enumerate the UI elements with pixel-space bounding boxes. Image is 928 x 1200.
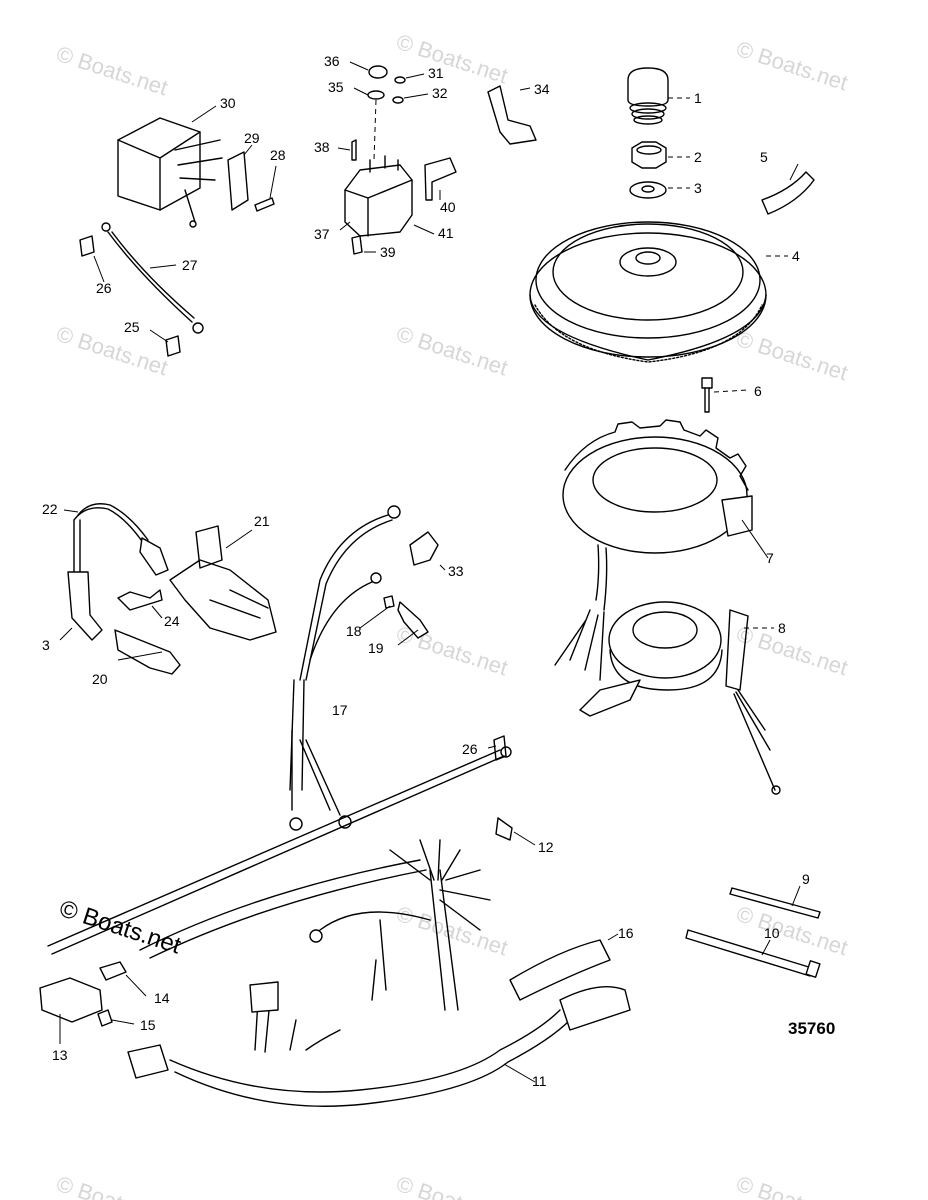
callout-32: 32 bbox=[432, 85, 448, 101]
part-solenoid bbox=[344, 155, 413, 237]
callout-35: 35 bbox=[328, 79, 344, 95]
callout-29: 29 bbox=[244, 130, 260, 146]
part-ground-strap bbox=[101, 222, 204, 334]
callout-26: 26 bbox=[96, 280, 112, 296]
part-screw-25 bbox=[165, 335, 181, 357]
callout-26-lower: 26 bbox=[462, 741, 478, 757]
callout-11: 11 bbox=[532, 1073, 547, 1089]
part-connector-13 bbox=[39, 977, 103, 1023]
part-terminal-18 bbox=[383, 595, 395, 609]
callout-30: 30 bbox=[220, 95, 236, 111]
part-cap bbox=[627, 67, 669, 125]
part-ignition-coil bbox=[169, 525, 277, 641]
callout-34: 34 bbox=[534, 81, 550, 97]
watermark: © Boats.net bbox=[733, 326, 850, 385]
callout-21: 21 bbox=[254, 513, 270, 529]
part-screw-26-lower bbox=[493, 735, 507, 761]
watermark: © Boats.net bbox=[53, 41, 170, 100]
figure-number: 35760 bbox=[788, 1019, 835, 1038]
part-lead-17 bbox=[289, 505, 401, 831]
callout-24: 24 bbox=[164, 613, 180, 629]
part-spark-plug bbox=[114, 629, 181, 675]
part-flywheel-bolt bbox=[701, 377, 713, 413]
callout-labels: 1 2 3 4 5 6 7 8 9 10 11 12 13 14 15 16 1… bbox=[42, 53, 810, 1089]
callout-7: 7 bbox=[766, 550, 774, 566]
callout-6: 6 bbox=[754, 383, 762, 399]
part-nut bbox=[631, 141, 667, 169]
callout-12: 12 bbox=[538, 839, 554, 855]
callout-14: 14 bbox=[154, 990, 170, 1006]
part-trigger bbox=[579, 601, 781, 795]
callout-3-lower: 3 bbox=[42, 637, 50, 653]
callout-19: 19 bbox=[368, 640, 384, 656]
part-sleeve-16 bbox=[509, 939, 611, 1001]
watermark: © Boats.net bbox=[53, 321, 170, 380]
callout-4: 4 bbox=[792, 248, 800, 264]
callout-41: 41 bbox=[438, 225, 454, 241]
callout-1: 1 bbox=[694, 90, 702, 106]
watermark: © Boats.net bbox=[393, 321, 510, 380]
part-tie-strap-short bbox=[729, 887, 821, 919]
callout-27: 27 bbox=[182, 257, 198, 273]
callout-10: 10 bbox=[764, 925, 780, 941]
part-bracket-34 bbox=[487, 85, 537, 145]
callout-3: 3 bbox=[694, 180, 702, 196]
leader-lines bbox=[59, 61, 801, 1083]
watermark: © Boats.net bbox=[733, 1171, 850, 1200]
watermark: © Boats.net bbox=[733, 36, 850, 95]
part-screw-24 bbox=[117, 589, 163, 611]
callout-20: 20 bbox=[92, 671, 108, 687]
callout-37: 37 bbox=[314, 226, 330, 242]
part-rectifier-bracket bbox=[227, 151, 249, 211]
callout-15: 15 bbox=[140, 1017, 156, 1033]
callout-33: 33 bbox=[448, 563, 464, 579]
callout-9: 9 bbox=[802, 871, 810, 887]
part-screw-15 bbox=[97, 1009, 113, 1027]
watermark: © Boats.net bbox=[53, 1171, 170, 1200]
watermark: © Boats.net bbox=[733, 621, 850, 680]
part-screw-26 bbox=[79, 235, 95, 257]
part-rectifier bbox=[117, 117, 223, 228]
callout-38: 38 bbox=[314, 139, 330, 155]
part-terminal-12 bbox=[495, 817, 513, 841]
part-screw-38 bbox=[351, 139, 357, 161]
part-screw-28 bbox=[254, 197, 275, 212]
callout-8: 8 bbox=[778, 620, 786, 636]
callout-40: 40 bbox=[440, 199, 456, 215]
part-boot-40 bbox=[424, 157, 457, 201]
part-clip-14 bbox=[99, 961, 127, 981]
part-hardware-36-31 bbox=[367, 65, 406, 161]
part-washer bbox=[629, 181, 667, 199]
callout-5: 5 bbox=[760, 149, 768, 165]
part-main-harness bbox=[47, 746, 631, 1107]
callout-2: 2 bbox=[694, 149, 702, 165]
callout-31: 31 bbox=[428, 65, 444, 81]
part-connector-19 bbox=[397, 601, 429, 639]
part-boot-33 bbox=[409, 531, 439, 566]
callout-25: 25 bbox=[124, 319, 140, 335]
part-spark-plug-lead bbox=[67, 503, 169, 641]
callout-13: 13 bbox=[52, 1047, 68, 1063]
callout-22: 22 bbox=[42, 501, 58, 517]
callout-18: 18 bbox=[346, 623, 362, 639]
part-flywheel bbox=[529, 221, 767, 363]
part-screw-39 bbox=[351, 235, 363, 255]
callout-36: 36 bbox=[324, 53, 340, 69]
callout-28: 28 bbox=[270, 147, 286, 163]
callout-17: 17 bbox=[332, 702, 348, 718]
callout-16: 16 bbox=[618, 925, 634, 941]
watermark: © Boats.net bbox=[393, 1171, 510, 1200]
watermark: © Boats.net bbox=[733, 901, 850, 960]
watermark: © Boats.net bbox=[393, 29, 510, 88]
part-stator bbox=[554, 419, 753, 681]
callout-39: 39 bbox=[380, 244, 396, 260]
part-key bbox=[761, 171, 815, 215]
